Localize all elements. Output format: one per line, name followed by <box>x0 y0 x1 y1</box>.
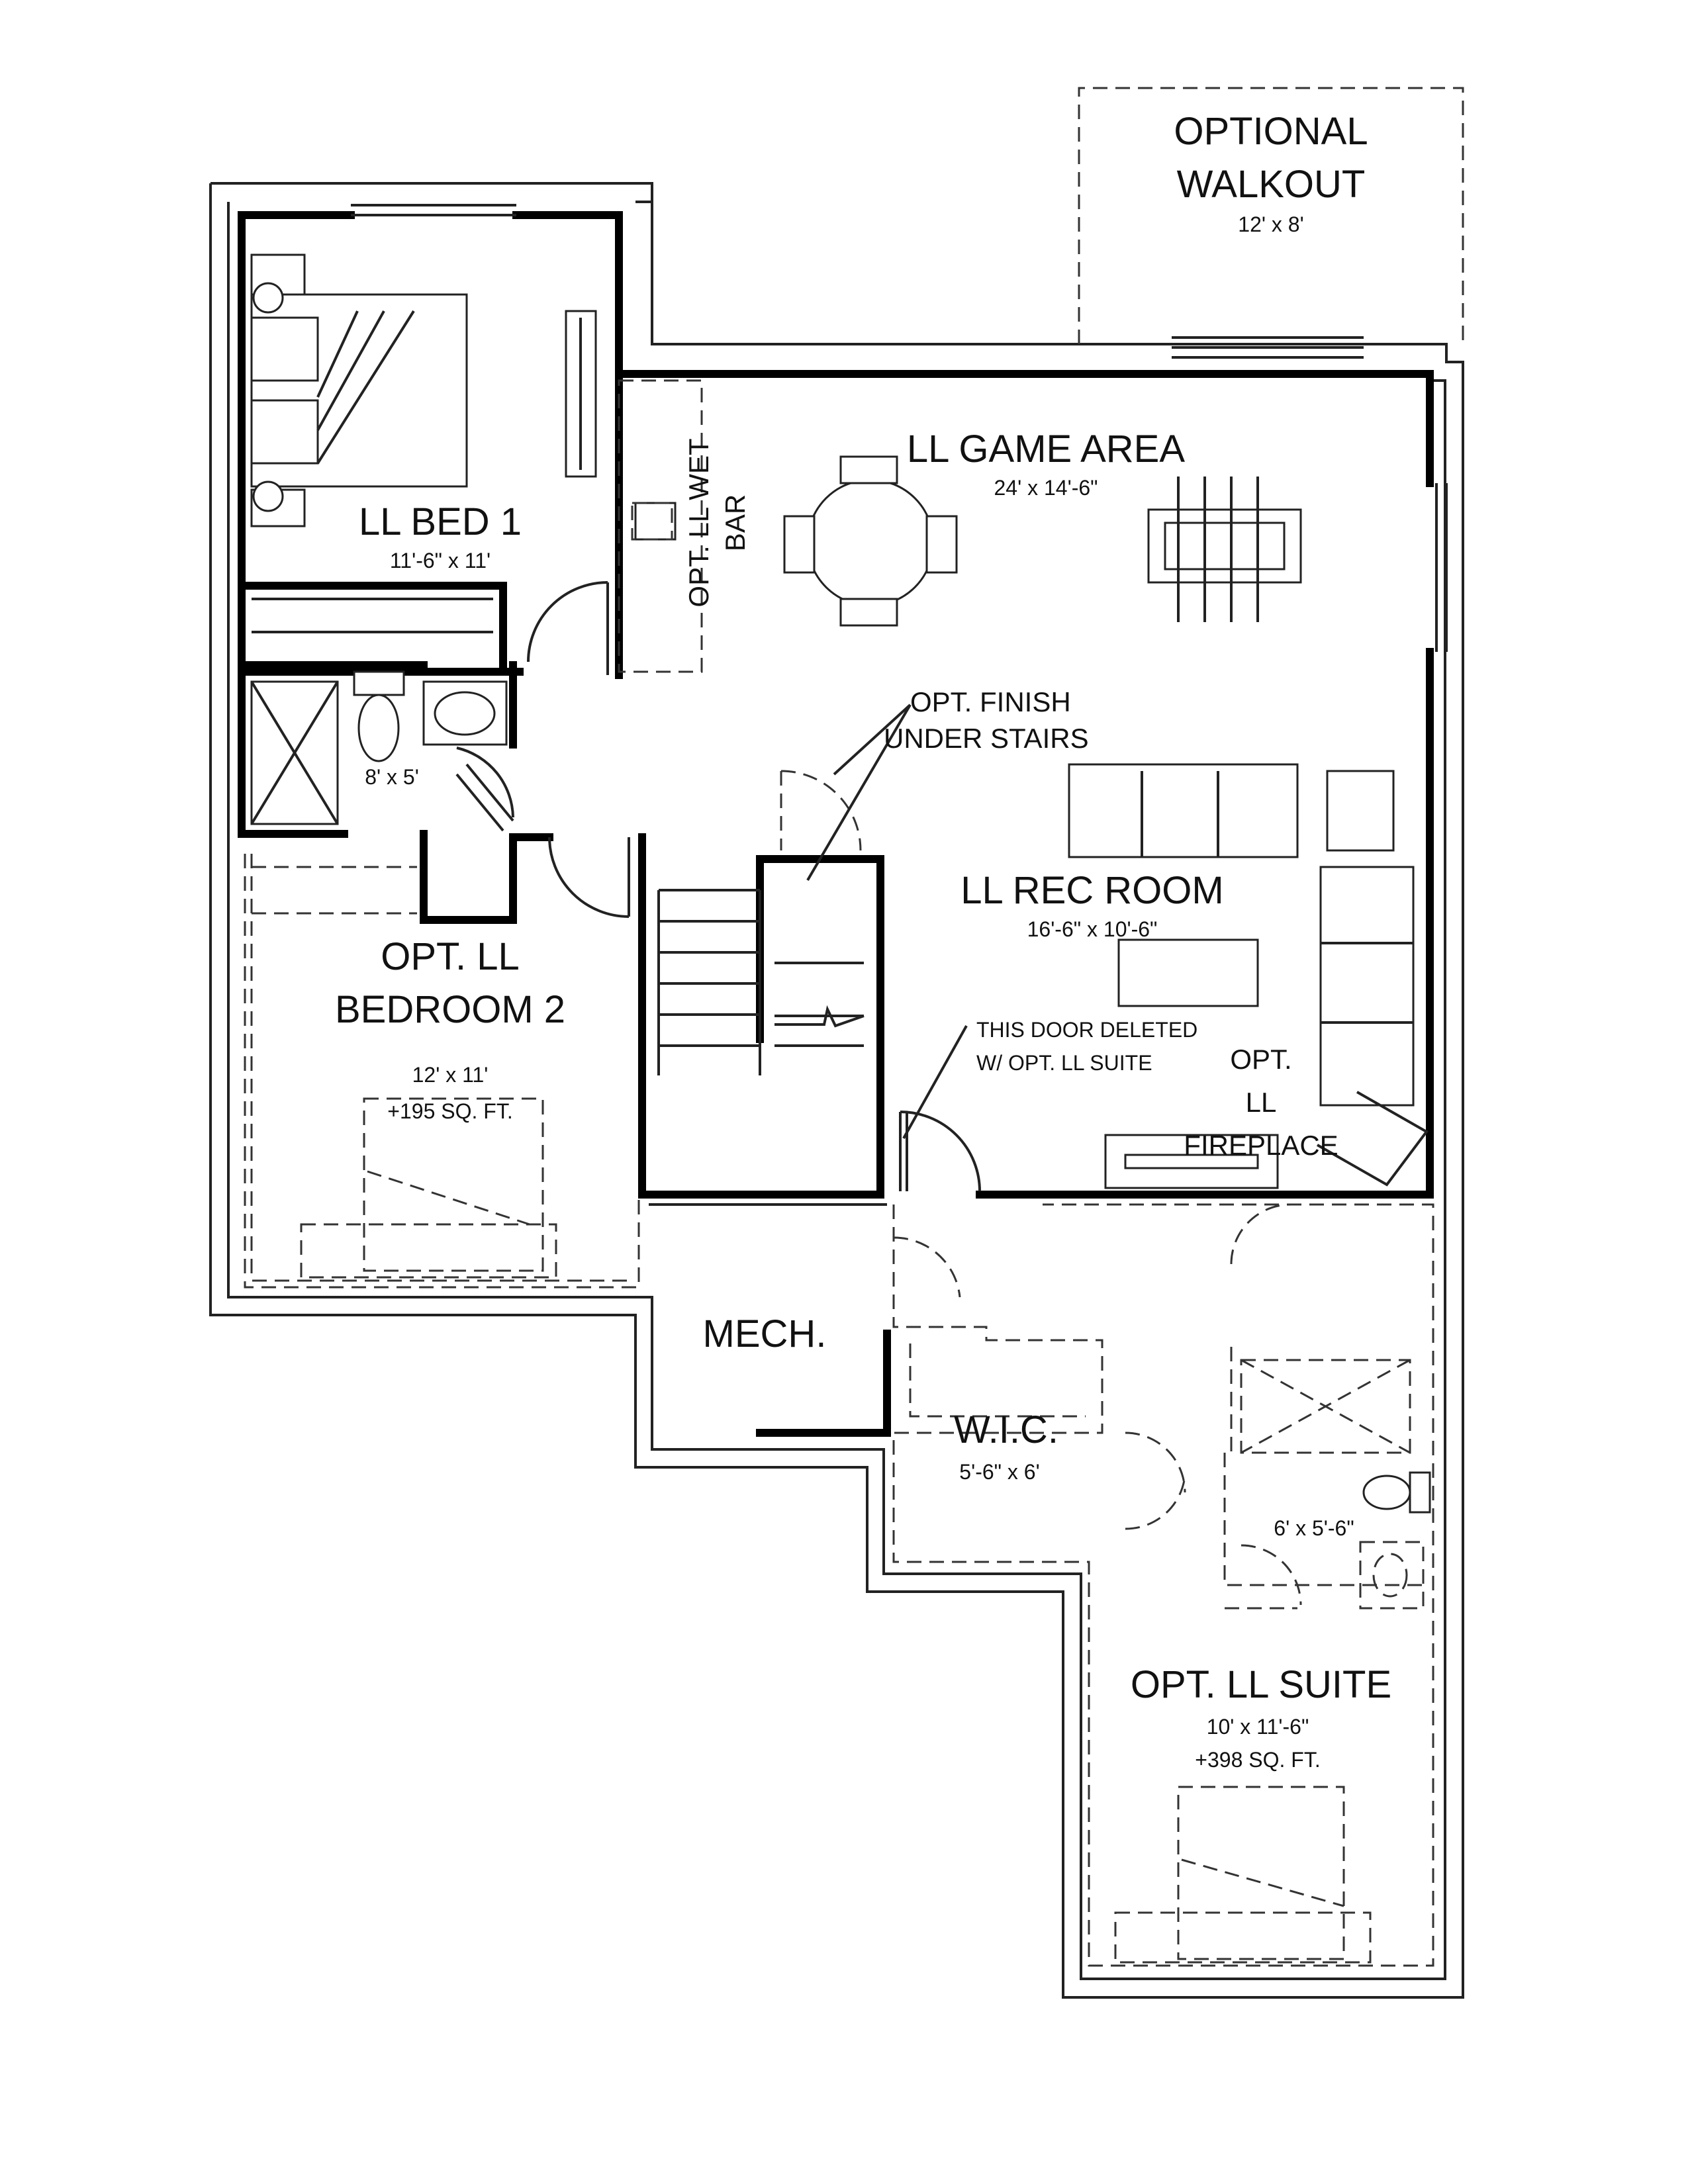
walkout-size: 12' x 8' <box>1238 212 1303 236</box>
pool-table <box>1147 477 1302 622</box>
game-area-label: LL GAME AREA <box>907 428 1185 471</box>
wet-bar-outline <box>618 379 703 673</box>
leader-lines <box>806 704 968 1139</box>
suite-size: 10' x 11'-6" <box>1207 1715 1309 1739</box>
wic-label: W.I.C. <box>954 1408 1058 1451</box>
bed1-label: LL BED 1 <box>359 500 522 543</box>
doors <box>455 581 981 1192</box>
stairs <box>638 833 884 1199</box>
bedroom2-label-1: OPT. LL <box>381 935 520 978</box>
rec-room-size: 16'-6" x 10'-6" <box>1027 917 1158 941</box>
optional-walkout-outline <box>1078 87 1464 359</box>
bath2-size: 6' x 5'-6" <box>1274 1516 1354 1540</box>
bedroom2-outline <box>244 854 640 1289</box>
main-walls <box>606 370 1448 1199</box>
suite-outline <box>892 1203 1434 1967</box>
bath1-fixtures <box>250 670 508 825</box>
wet-bar-label-1: OPT. LL WET <box>683 438 714 607</box>
bed1-furniture <box>250 253 597 633</box>
walkout-label-1: OPTIONAL <box>1174 110 1368 153</box>
finish-stairs-label-1: OPT. FINISH <box>910 686 1071 717</box>
bed1-size: 11'-6" x 11' <box>390 549 491 572</box>
rec-room-label: LL REC ROOM <box>961 869 1223 912</box>
fireplace-label-2: LL <box>1246 1087 1277 1118</box>
game-table <box>634 455 958 627</box>
bedroom2-area: +195 SQ. FT. <box>387 1099 512 1123</box>
labels: OPTIONAL WALKOUT 12' x 8' LL GAME AREA 2… <box>335 110 1391 1772</box>
fireplace-label-3: FIREPLACE <box>1184 1130 1338 1161</box>
wet-bar-label-2: BAR <box>720 494 751 551</box>
door-note-2: W/ OPT. LL SUITE <box>976 1051 1152 1075</box>
wic-size: 5'-6" x 6' <box>959 1460 1039 1484</box>
lower-walls <box>649 1203 891 1437</box>
bedroom2-size: 12' x 11' <box>412 1063 489 1087</box>
fireplace-label-1: OPT. <box>1230 1044 1291 1075</box>
bath1-size: 8' x 5' <box>365 765 419 789</box>
mech-label: MECH. <box>703 1312 827 1355</box>
foundation-outline <box>209 182 1464 1999</box>
bedroom2-label-2: BEDROOM 2 <box>335 988 565 1031</box>
suite-label: OPT. LL SUITE <box>1131 1663 1391 1706</box>
game-area-size: 24' x 14'-6" <box>994 476 1098 500</box>
rec-furniture <box>1068 763 1429 1189</box>
walkout-label-2: WALKOUT <box>1177 163 1366 206</box>
door-note-1: THIS DOOR DELETED <box>976 1018 1197 1042</box>
suite-area: +398 SQ. FT. <box>1195 1748 1320 1772</box>
finish-stairs-label-2: UNDER STAIRS <box>884 723 1089 754</box>
